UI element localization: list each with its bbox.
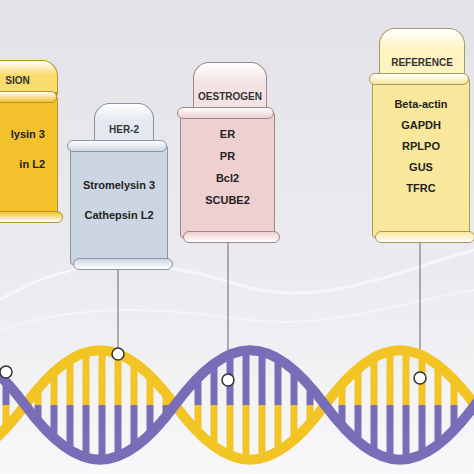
scroll-card: REFERENCE Beta-actinGAPDH RPLPO GUS TFRC [372, 28, 470, 238]
gene-name: PR [220, 149, 235, 163]
scroll-roll [0, 211, 63, 223]
dna-rung [243, 405, 250, 460]
marker-dot [222, 374, 234, 386]
scroll-body: Beta-actinGAPDH RPLPO GUS TFRC [372, 78, 470, 238]
dna-rung [83, 352, 90, 405]
card-heading: HER-2 [109, 124, 139, 136]
dna-rung [387, 351, 394, 405]
scroll-card: OESTROGEN ER PR Bcl2SCUBE2 [180, 62, 275, 238]
scroll-roll [67, 140, 167, 152]
gene-name: Bcl2 [216, 171, 239, 185]
dna-rung [371, 405, 378, 452]
scroll-card: HER-2Stromelysin 3 Cathepsin L2 [70, 103, 168, 265]
scroll-roll [177, 107, 274, 119]
dna-rung [115, 354, 122, 405]
gene-name: lysin 3 [11, 127, 45, 141]
dna-rung [387, 405, 394, 459]
scroll-body: ER PR Bcl2SCUBE2 [180, 112, 275, 238]
dna-strand [0, 350, 474, 460]
scroll-roll [0, 91, 57, 103]
card-heading: SION [5, 75, 29, 87]
dna-rung [419, 405, 426, 454]
gene-name: GAPDH [401, 118, 441, 132]
card-heading: OESTROGEN [198, 91, 262, 103]
leader-line [118, 264, 119, 348]
gene-name: Stromelysin 3 [83, 178, 155, 192]
scroll-roll [375, 231, 474, 243]
gene-name: TFRC [406, 181, 435, 195]
scroll-body: Stromelysin 3 Cathepsin L2 [70, 145, 168, 265]
dna-rung [259, 352, 266, 405]
dna-strand [0, 350, 474, 460]
dna-rung [403, 405, 410, 460]
gene-name: RPLPO [402, 139, 440, 153]
dna-rung [371, 358, 378, 405]
marker-dot [0, 366, 12, 378]
dna-rung [243, 350, 250, 405]
dna-rung [259, 405, 266, 458]
dna-rung [227, 405, 234, 455]
gene-name: ER [220, 127, 235, 141]
gene-name: in L2 [19, 157, 45, 171]
dna-rung [83, 405, 90, 458]
marker-dot [112, 348, 124, 360]
gene-name: Beta-actin [394, 97, 447, 111]
header-tab: OESTROGEN [193, 62, 267, 112]
scroll-roll [183, 231, 280, 243]
header-tab: HER-2 [94, 103, 154, 145]
header-tab: REFERENCE [379, 28, 465, 78]
scroll-card: SION lysin 3 in L2 [0, 60, 58, 218]
scroll-body: lysin 3 in L2 [0, 96, 58, 218]
card-heading: REFERENCE [391, 57, 453, 69]
dna-rung [99, 350, 106, 405]
gene-name: Cathepsin L2 [84, 208, 153, 222]
gene-name: SCUBE2 [205, 193, 250, 207]
scroll-roll [369, 73, 469, 85]
marker-dot [414, 372, 426, 384]
gene-name: GUS [409, 160, 433, 174]
dna-rung [99, 405, 106, 460]
background-wave [0, 290, 474, 330]
dna-rung [403, 350, 410, 405]
scroll-roll [73, 258, 173, 270]
dna-rung [115, 405, 122, 456]
dna-rungs [6, 350, 454, 460]
